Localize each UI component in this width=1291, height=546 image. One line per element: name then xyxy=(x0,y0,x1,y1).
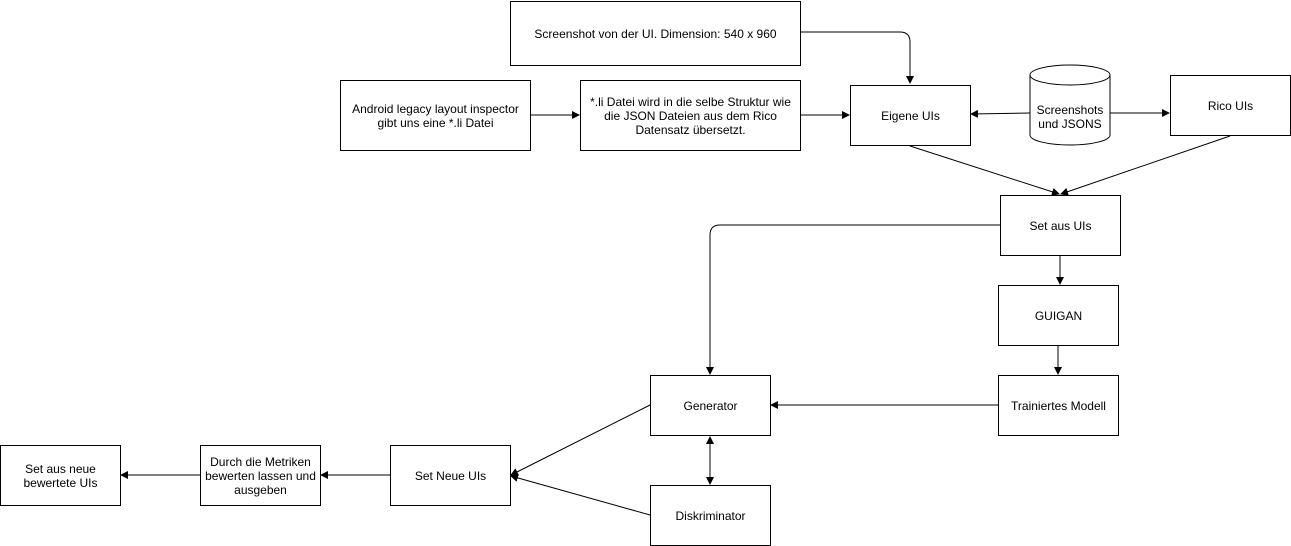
node-screenshots-jsons-label: Screenshots und JSONS xyxy=(1036,103,1104,131)
node-rico-uis-label: Rico UIs xyxy=(1207,98,1254,113)
node-li-conversion-label: *.li Datei wird in die selbe Struktur wi… xyxy=(590,94,791,137)
node-generator: Generator xyxy=(650,375,771,436)
node-set-aus-uis: Set aus UIs xyxy=(1000,195,1121,256)
node-eigene-uis-label: Eigene UIs xyxy=(881,108,940,123)
node-guigan-label: GUIGAN xyxy=(1034,308,1083,323)
edge-eigene-uis-to-set xyxy=(909,145,1060,196)
node-android-inspector: Android legacy layout inspector gibt uns… xyxy=(340,80,531,151)
node-trainiertes-modell: Trainiertes Modell xyxy=(998,375,1119,436)
node-screenshots-jsons: Screenshots und JSONS xyxy=(1030,92,1110,142)
node-set-bewertete-uis-label: Set aus neue bewertete UIs xyxy=(23,461,98,490)
edge-generator-to-set-neue xyxy=(510,404,651,476)
node-metriken-label: Durch die Metriken bewerten lassen und a… xyxy=(205,454,316,497)
node-android-inspector-label: Android legacy layout inspector gibt uns… xyxy=(352,101,519,130)
node-set-aus-uis-label: Set aus UIs xyxy=(1029,218,1092,233)
node-screenshot-label: Screenshot von der UI. Dimension: 540 x … xyxy=(534,26,777,41)
node-li-conversion: *.li Datei wird in die selbe Struktur wi… xyxy=(580,80,801,151)
node-trainiertes-modell-label: Trainiertes Modell xyxy=(1011,398,1106,413)
database-cylinder-icon xyxy=(1029,64,1111,146)
node-set-neue-uis: Set Neue UIs xyxy=(390,445,511,506)
node-screenshot: Screenshot von der UI. Dimension: 540 x … xyxy=(510,1,801,66)
node-rico-uis: Rico UIs xyxy=(1170,75,1291,136)
node-guigan: GUIGAN xyxy=(998,285,1119,346)
node-set-neue-uis-label: Set Neue UIs xyxy=(414,468,487,483)
node-diskriminator-label: Diskriminator xyxy=(675,508,746,523)
edge-diskriminator-to-set-neue xyxy=(510,474,651,516)
edge-set-to-generator xyxy=(706,224,1000,375)
edge-rico-uis-to-set xyxy=(1060,135,1231,196)
node-metriken: Durch die Metriken bewerten lassen und a… xyxy=(200,445,321,506)
node-diskriminator: Diskriminator xyxy=(650,485,771,546)
edge-screenshot-to-eigene-uis xyxy=(800,31,914,84)
node-generator-label: Generator xyxy=(683,398,738,413)
node-set-bewertete-uis: Set aus neue bewertete UIs xyxy=(0,445,121,506)
edge-db-to-eigene-uis xyxy=(970,109,1031,118)
node-eigene-uis: Eigene UIs xyxy=(850,85,971,146)
